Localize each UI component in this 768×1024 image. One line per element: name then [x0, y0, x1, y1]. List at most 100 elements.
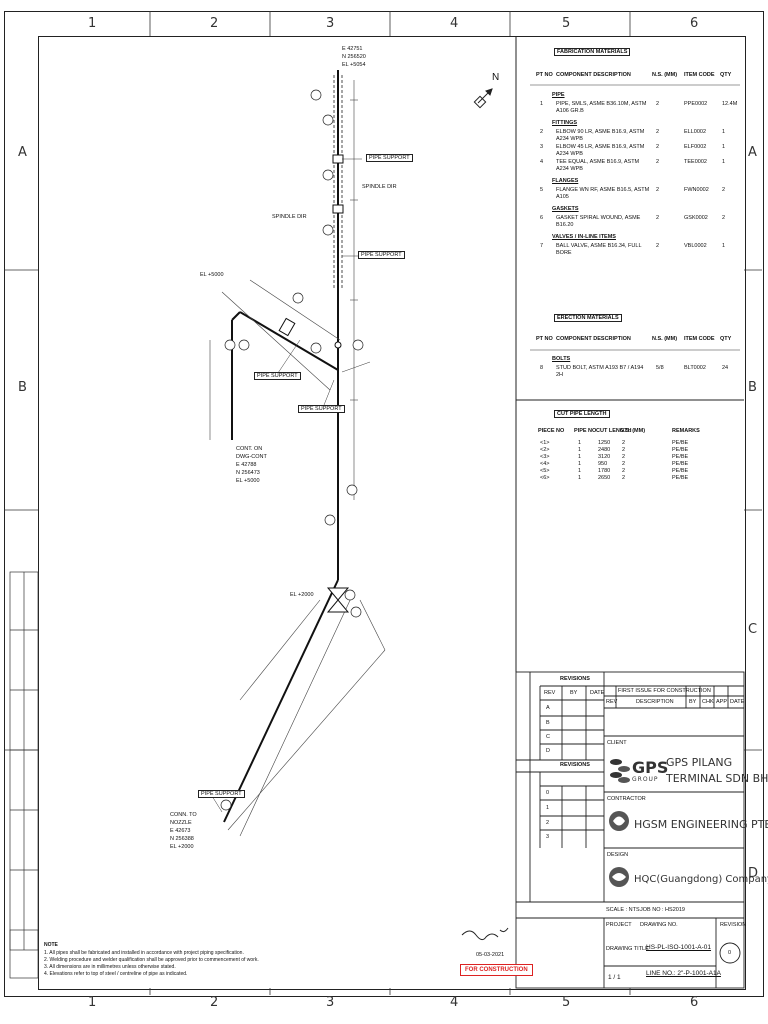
bom-description: ELBOW 90 LR, ASME B16.9, ASTM A234 WPB: [556, 129, 645, 142]
grid-col-1-bottom: 1: [88, 995, 97, 1010]
bom-qty: 1: [722, 144, 726, 150]
bom-header-code: ITEM CODE: [684, 72, 715, 78]
rev-desc-col-rev: REV: [606, 699, 618, 705]
bom-qty: 24: [722, 365, 729, 371]
bottom-label: CONN. TO: [170, 812, 197, 818]
bom-section-title: VALVES / IN-LINE ITEMS: [552, 234, 616, 240]
cutlist-length: 1250: [598, 440, 611, 446]
erection-header-qty: QTY: [720, 336, 732, 342]
cutlist-remarks: PE/BE: [672, 461, 689, 467]
outer-frame: [4, 11, 764, 997]
erection-title: ERECTION MATERIALS: [554, 314, 622, 322]
bom-section-title: FITTINGS: [552, 120, 578, 126]
bom-title: FABRICATION MATERIALS: [554, 48, 631, 56]
cutlist-length: 2650: [598, 475, 611, 481]
sheet-no: 1 / 1: [608, 974, 621, 981]
bom-section-title: PIPE: [552, 92, 565, 98]
bottom-n: N 256388: [170, 836, 194, 842]
bom-section-title: GASKETS: [552, 206, 579, 212]
rev2-row-1: 1: [546, 805, 550, 811]
cutlist-remarks: PE/BE: [672, 468, 689, 474]
grid-col-2-top: 2: [210, 16, 219, 31]
erection-header-code: ITEM CODE: [684, 336, 715, 342]
grid-col-1-top: 1: [88, 16, 97, 31]
cutlist-pipe: 1: [578, 440, 582, 446]
for-construction-stamp: FOR CONSTRUCTION: [460, 964, 533, 976]
cutlist-piece: <3>: [540, 454, 550, 460]
bom-ns: 2: [656, 159, 660, 165]
erection-header-desc: COMPONENT DESCRIPTION: [556, 336, 631, 342]
revisions-title: REVISIONS: [560, 676, 590, 682]
cutlist-ns: 2: [622, 468, 626, 474]
grid-row-b-right: B: [748, 380, 757, 395]
cutlist-header-ns: N.S. (MM): [620, 428, 646, 434]
bom-qty: 2: [722, 215, 726, 221]
client-label: CLIENT: [607, 740, 627, 746]
cutlist-ns: 2: [622, 461, 626, 467]
cutlist-header-piece: PIECE NO: [538, 428, 565, 434]
client-name-line2: TERMINAL SDN BHD: [666, 772, 768, 785]
rev2-row-2: 2: [546, 820, 550, 826]
bom-ns: 2: [656, 215, 660, 221]
grid-col-6-bottom: 6: [690, 995, 699, 1010]
cutlist-ns: 2: [622, 454, 626, 460]
bom-ns: 5/8: [656, 365, 664, 371]
bom-ns: 2: [656, 144, 660, 150]
cutlist-ns: 2: [622, 440, 626, 446]
bom-item-code: PPE0002: [684, 101, 708, 107]
bom-item-code: TEE0002: [684, 159, 707, 165]
rev-col-date: DATE: [590, 690, 605, 696]
note-line-1: 1. All pipes shall be fabricated and ins…: [44, 950, 244, 956]
rev-first-issue: FIRST ISSUE FOR CONSTRUCTION: [618, 688, 711, 694]
drawing-title-label: DRAWING TITLE: [606, 946, 649, 952]
design-logo-icon: [608, 864, 630, 894]
bom-section-title: FLANGES: [552, 178, 579, 184]
bom-header-pt: PT NO: [536, 72, 553, 78]
el-left-label: EL +5000: [200, 272, 224, 278]
design-label: DESIGN: [607, 852, 629, 858]
bom-qty: 1: [722, 159, 726, 165]
grid-col-5-bottom: 5: [562, 995, 571, 1010]
cutlist-piece: <2>: [540, 447, 550, 453]
bom-item-code: ELF0002: [684, 144, 707, 150]
project-label: PROJECT: [606, 922, 632, 928]
bom-pt-no: 4: [540, 159, 544, 165]
note-line-2: 2. Welding procedure and welder qualific…: [44, 957, 259, 963]
cutlist-remarks: PE/BE: [672, 475, 689, 481]
cutlist-remarks: PE/BE: [672, 440, 689, 446]
cont-n: N 256473: [236, 470, 260, 476]
notes-title: NOTE: [44, 942, 58, 948]
coord-top-el: EL +5054: [342, 62, 366, 68]
bom-qty: 1: [722, 243, 726, 249]
bom-item-code: BLT0002: [684, 365, 706, 371]
bom-pt-no: 7: [540, 243, 544, 249]
rev-row-b: B: [546, 720, 550, 726]
rev2-row-3: 3: [546, 834, 550, 840]
bom-description: BALL VALVE, ASME B16.34, FULL BORE: [556, 243, 642, 256]
grid-col-3-top: 3: [326, 16, 335, 31]
client-brand: GPS: [632, 758, 669, 777]
cutlist-piece: <4>: [540, 461, 550, 467]
cont-e: E 42788: [236, 462, 257, 468]
cutlist-pipe: 1: [578, 475, 582, 481]
cutlist-remarks: PE/BE: [672, 447, 689, 453]
cont-label: CONT. ON: [236, 446, 263, 452]
cutlist-header-len: CUT LENGTH: [596, 428, 632, 434]
rev-desc-col-by: BY: [689, 699, 697, 705]
rev-desc-col-chk: CHK: [702, 699, 714, 705]
bom-header-ns: N.S. (MM): [652, 72, 678, 78]
bom-qty: 1: [722, 129, 726, 135]
drawing-no-label: DRAWING NO.: [640, 922, 678, 928]
grid-col-2-bottom: 2: [210, 995, 219, 1010]
bom-pt-no: 3: [540, 144, 544, 150]
cutlist-length: 1780: [598, 468, 611, 474]
cutlist-pipe: 1: [578, 461, 582, 467]
grid-col-6-top: 6: [690, 16, 699, 31]
bom-item-code: ELL0002: [684, 129, 707, 135]
rev-row-a: A: [546, 705, 550, 711]
cutlist-title: CUT PIPE LENGTH: [554, 410, 610, 418]
bom-item-code: VBL0002: [684, 243, 707, 249]
cutlist-header-pipe: PIPE NO: [574, 428, 597, 434]
bom-pt-no: 6: [540, 215, 544, 221]
